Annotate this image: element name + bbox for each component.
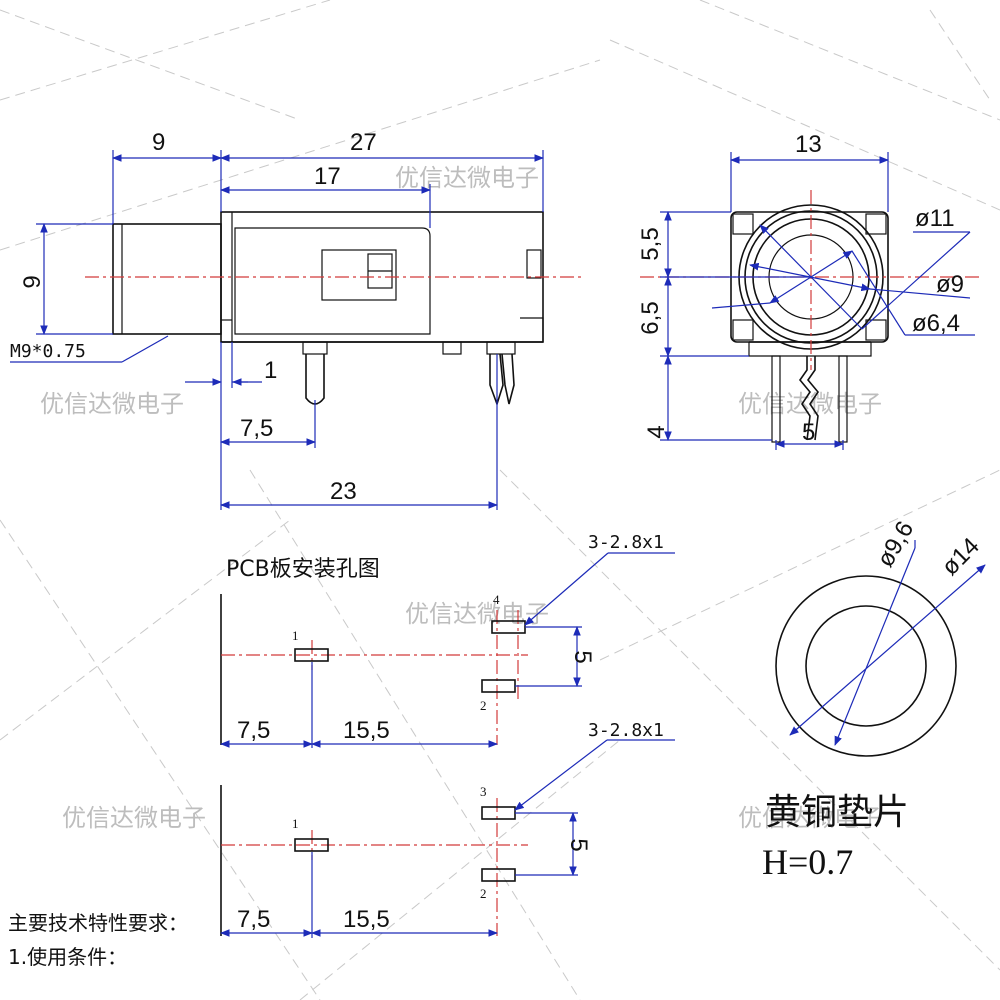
lower-dim-5: 5: [565, 838, 592, 851]
washer-view: ø9,6 ø14 黄铜垫片 H=0.7: [762, 517, 986, 882]
watermark-2: 优信达微电子: [40, 390, 184, 418]
dim-27: 27: [350, 129, 377, 156]
pcb-title: PCB板安装孔图: [226, 557, 380, 582]
dim-6-5: 6,5: [637, 301, 664, 334]
dim-9-left: 9: [19, 275, 46, 288]
washer-name: 黄铜垫片: [765, 792, 909, 833]
dim-9-top: 9: [152, 129, 165, 156]
upper-pin-1-label: 1: [292, 628, 299, 643]
notes: 主要技术特性要求： 1.使用条件：: [8, 911, 188, 969]
watermark-4: 优信达微电子: [405, 600, 549, 628]
pcb-layout: PCB板安装孔图 1 4 2 3-2.8x1 5 7,5 15,5 1 3: [220, 532, 675, 938]
dim-7-5: 7,5: [240, 415, 273, 442]
washer-dia-outer: ø14: [937, 533, 985, 581]
watermark-6: 优信达微电子: [738, 804, 882, 832]
thread-spec: M9*0.75: [10, 341, 86, 362]
watermark-5: 优信达微电子: [62, 804, 206, 832]
notes-heading: 主要技术特性要求：: [8, 911, 188, 935]
watermark-1: 优信达微电子: [395, 164, 539, 192]
dia-9: ø9: [936, 271, 964, 298]
washer-thickness: H=0.7: [762, 842, 853, 882]
upper-dim-7-5: 7,5: [237, 717, 270, 744]
upper-dim-5: 5: [569, 650, 596, 663]
dim-5-5: 5,5: [637, 227, 664, 260]
dim-5-bottom: 5: [802, 419, 815, 446]
lower-hole-note: 3-2.8x1: [588, 720, 664, 741]
upper-hole-note: 3-2.8x1: [588, 532, 664, 553]
lower-dim-15-5: 15,5: [343, 906, 390, 933]
upper-pin-top-label: 4: [493, 592, 500, 607]
notes-line-1: 1.使用条件：: [8, 945, 127, 969]
dim-4: 4: [643, 425, 670, 438]
washer-dia-inner: ø9,6: [872, 517, 919, 572]
dim-17: 17: [314, 163, 341, 190]
dim-1: 1: [264, 357, 277, 384]
upper-dim-15-5: 15,5: [343, 717, 390, 744]
front-view-dimensions: 13 5,5 6,5 4 5 ø11 ø9 ø6,4: [637, 131, 975, 450]
lower-dim-7-5: 7,5: [237, 906, 270, 933]
dim-13: 13: [795, 131, 822, 158]
dia-11: ø11: [915, 205, 955, 232]
side-view-dimensions: 9 27 17 9 M9*0.75 1 7,5 23: [10, 129, 544, 510]
watermarks: 优信达微电子 优信达微电子 优信达微电子 优信达微电子 优信达微电子 优信达微电…: [40, 164, 882, 832]
side-view: [85, 211, 585, 407]
lower-pin-1-label: 1: [292, 816, 299, 831]
dia-6-4: ø6,4: [912, 310, 960, 337]
upper-pin-bottom-label: 2: [480, 698, 487, 713]
lower-pin-top-label: 3: [480, 784, 487, 799]
dim-23: 23: [330, 478, 357, 505]
lower-pin-bottom-label: 2: [480, 886, 487, 901]
